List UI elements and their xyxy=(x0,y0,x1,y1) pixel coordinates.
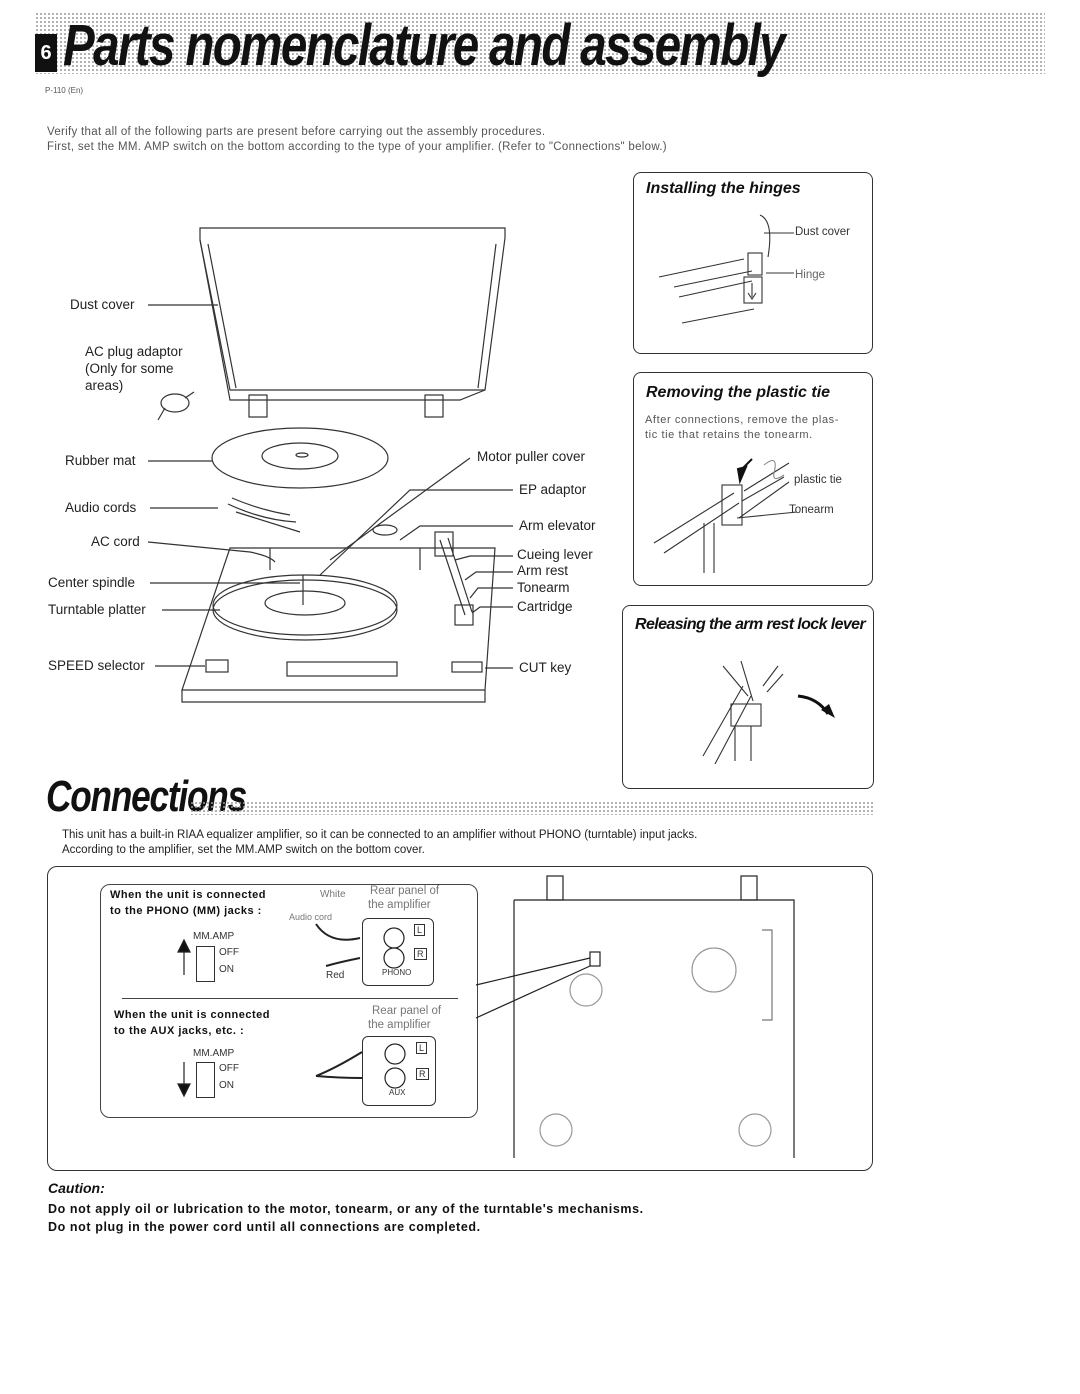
aux-mm-amp-switch xyxy=(196,1062,215,1098)
phono-mm-amp: MM.AMP xyxy=(193,931,235,942)
plastic-tie-label-tie: plastic tie xyxy=(794,474,842,486)
phono-jack-l: L xyxy=(414,924,426,936)
aux-rear-panel-1: Rear panel of xyxy=(372,1005,442,1017)
page-code: P-110 (En) xyxy=(45,86,84,95)
label-ac-cord: AC cord xyxy=(91,534,140,549)
label-ep-adaptor: EP adaptor xyxy=(519,482,587,497)
connections-text-1: This unit has a built-in RIAA equalizer … xyxy=(62,829,698,841)
label-red: Red xyxy=(326,970,345,981)
hinges-label-hinge: Hinge xyxy=(795,269,826,281)
connections-frame xyxy=(47,866,873,1171)
aux-mm-amp: MM.AMP xyxy=(193,1048,235,1059)
label-dust-cover: Dust cover xyxy=(70,297,135,312)
phono-switch-off: OFF xyxy=(219,947,239,958)
title-band xyxy=(35,12,1045,74)
phono-rear-panel-1: Rear panel of xyxy=(370,885,440,897)
intro-line-2: First, set the MM. AMP switch on the bot… xyxy=(47,141,667,153)
plastic-tie-text-1: After connections, remove the plas- xyxy=(645,414,840,426)
phono-mm-amp-switch xyxy=(196,946,215,982)
label-audio-cords: Audio cords xyxy=(65,500,137,515)
phono-line-1: When the unit is connected xyxy=(110,889,267,901)
label-tonearm: Tonearm xyxy=(517,580,570,595)
phono-rear-panel-2: the amplifier xyxy=(368,899,431,911)
hinge-illustration xyxy=(658,214,794,324)
label-center-spindle: Center spindle xyxy=(48,575,136,590)
label-turntable-platter: Turntable platter xyxy=(48,602,146,617)
aux-jack-r: R xyxy=(416,1068,429,1080)
aux-line-2: to the AUX jacks, etc. : xyxy=(114,1025,245,1037)
plastic-tie-illustration xyxy=(653,458,798,573)
label-motor-puller-cover: Motor puller cover xyxy=(477,449,586,464)
label-ac-plug-2: (Only for some xyxy=(85,361,174,376)
plastic-tie-box: Removing the plastic tie After connectio… xyxy=(633,372,873,586)
arm-rest-lock-title: Releasing the arm rest lock lever xyxy=(635,616,866,633)
intro-line-1: Verify that all of the following parts a… xyxy=(47,126,546,138)
hinges-title: Installing the hinges xyxy=(646,180,801,197)
arm-rest-lock-box: Releasing the arm rest lock lever xyxy=(622,605,874,789)
label-cartridge: Cartridge xyxy=(517,599,573,614)
aux-switch-on: ON xyxy=(219,1080,234,1091)
aux-line-1: When the unit is connected xyxy=(114,1009,271,1021)
connections-text-2: According to the amplifier, set the MM.A… xyxy=(62,844,425,856)
label-cut-key: CUT key xyxy=(519,660,572,675)
connection-modes-box xyxy=(100,884,478,1118)
aux-jack-l: L xyxy=(416,1042,428,1054)
phono-switch-on: ON xyxy=(219,964,234,975)
plastic-tie-text-2: tic tie that retains the tonearm. xyxy=(645,429,813,441)
plastic-tie-label-tonearm: Tonearm xyxy=(789,504,834,516)
label-arm-rest: Arm rest xyxy=(517,563,569,578)
aux-rear-panel-2: the amplifier xyxy=(368,1019,431,1031)
aux-jack-label: AUX xyxy=(389,1088,406,1097)
caution-title: Caution: xyxy=(48,1180,105,1196)
label-ac-plug-3: areas) xyxy=(85,378,124,393)
section-number: 6 xyxy=(35,34,57,72)
hinges-label-dust-cover: Dust cover xyxy=(795,226,850,238)
modes-divider xyxy=(122,998,458,999)
phono-line-2: to the PHONO (MM) jacks : xyxy=(110,905,262,917)
label-rubber-mat: Rubber mat xyxy=(65,453,136,468)
aux-switch-off: OFF xyxy=(219,1063,239,1074)
label-speed-selector: SPEED selector xyxy=(48,658,145,673)
plastic-tie-title: Removing the plastic tie xyxy=(646,384,831,401)
phono-jack-r: R xyxy=(414,948,427,960)
page-title: Parts nomenclature and assembly xyxy=(63,13,786,78)
label-cueing-lever: Cueing lever xyxy=(517,547,593,562)
label-ac-plug-1: AC plug adaptor xyxy=(85,344,183,359)
label-arm-elevator: Arm elevator xyxy=(519,518,596,533)
aux-jack-panel xyxy=(362,1036,436,1106)
turntable-illustration xyxy=(147,227,513,703)
connections-band xyxy=(190,801,873,815)
caution-line-1: Do not apply oil or lubrication to the m… xyxy=(48,1202,644,1216)
arm-rest-lock-illustration xyxy=(702,660,835,765)
phono-jack-panel xyxy=(362,918,434,986)
label-white: White xyxy=(320,889,346,900)
hinges-box: Installing the hinges Dust cover Hinge xyxy=(633,172,873,354)
caution-line-2: Do not plug in the power cord until all … xyxy=(48,1220,481,1234)
label-audio-cord: Audio cord xyxy=(289,912,333,922)
phono-jack-label: PHONO xyxy=(382,968,412,977)
